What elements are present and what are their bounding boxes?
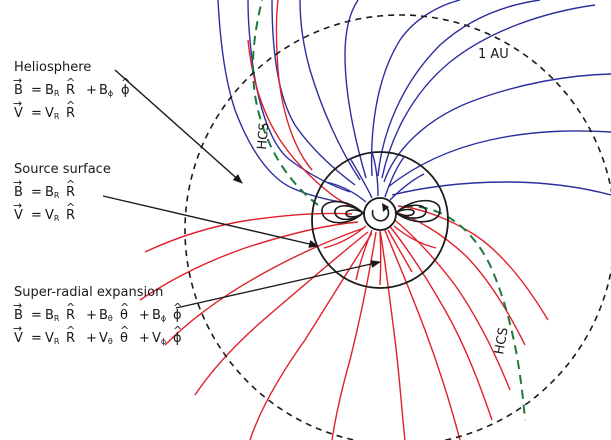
closed-loop bbox=[395, 204, 427, 219]
field-line bbox=[275, 0, 313, 171]
field-line bbox=[323, 225, 367, 249]
unit-hat: ^ bbox=[66, 99, 75, 112]
unit-hat: ^ bbox=[66, 324, 75, 337]
field-line bbox=[344, 0, 367, 179]
pointer-arrows bbox=[102, 69, 381, 309]
vector-arrow: → bbox=[13, 74, 22, 87]
field-line bbox=[387, 223, 493, 421]
closed-loop bbox=[395, 208, 415, 217]
hcs-lower-branch bbox=[403, 204, 526, 421]
field-line bbox=[394, 211, 526, 346]
one-au-label: 1 AU bbox=[478, 47, 509, 62]
field-line bbox=[377, 0, 541, 177]
hcs-upper-label: HCS bbox=[255, 122, 272, 150]
sun-disk bbox=[363, 197, 397, 231]
field-line bbox=[247, 0, 351, 193]
heliosphere-pointer-arrow bbox=[114, 69, 243, 184]
vector-accents: → → → → → → ^ ^ ^ ^ ^ ^ ^ ^ ^ ^ ^ bbox=[13, 74, 182, 337]
field-line bbox=[271, 0, 356, 186]
field-line bbox=[331, 231, 377, 440]
field-line bbox=[379, 231, 382, 286]
vector-arrow: → bbox=[13, 199, 22, 212]
vector-arrow: → bbox=[13, 322, 22, 335]
field-line bbox=[383, 73, 611, 183]
unit-hat: ^ bbox=[66, 301, 75, 314]
rotation-arrowhead-icon bbox=[382, 203, 389, 212]
unit-hat: ^ bbox=[173, 301, 182, 314]
hcs-lower-label: HCS bbox=[492, 326, 511, 355]
inner-open-field-lines bbox=[325, 151, 425, 203]
field-line bbox=[194, 231, 369, 396]
field-line bbox=[389, 173, 425, 201]
unit-hat: ^ bbox=[120, 324, 129, 337]
field-line bbox=[383, 227, 461, 440]
inward-field-lines bbox=[139, 0, 549, 440]
field-line bbox=[391, 217, 511, 391]
outward-field-lines bbox=[217, 0, 611, 204]
vector-arrow: → bbox=[13, 176, 22, 189]
field-line bbox=[299, 0, 361, 181]
field-line bbox=[349, 157, 373, 199]
source-surface-pointer-arrow bbox=[102, 195, 319, 248]
rotation-arrow-icon bbox=[371, 206, 390, 222]
field-equation: B = BR R bbox=[14, 185, 75, 202]
field-line bbox=[379, 229, 406, 440]
unit-hat: ^ bbox=[121, 76, 130, 89]
closed-loop bbox=[395, 199, 441, 223]
one-au-orbit bbox=[184, 14, 611, 440]
source-surface-annotation: Source surface B = BR R V = VR R bbox=[14, 162, 111, 225]
source-surface-circle bbox=[311, 151, 449, 289]
unit-hat: ^ bbox=[173, 324, 182, 337]
velocity-equation: V = VR R bbox=[14, 106, 75, 123]
region-title: Source surface bbox=[14, 162, 111, 177]
field-line bbox=[384, 156, 405, 198]
heliosphere-annotation: Heliosphere B = BR R + Bϕ ϕ V = VR R bbox=[14, 60, 130, 123]
field-line bbox=[397, 205, 549, 321]
unit-hat: ^ bbox=[66, 76, 75, 89]
field-line bbox=[249, 232, 373, 440]
heliospheric-current-sheet bbox=[251, 0, 526, 421]
vector-arrow: → bbox=[13, 97, 22, 110]
field-line bbox=[355, 229, 373, 281]
field-line bbox=[393, 225, 437, 249]
field-equation: B = BR R + Bϕ ϕ bbox=[14, 83, 130, 100]
closed-field-loops bbox=[321, 199, 441, 224]
inner-inward-field-lines bbox=[323, 225, 437, 286]
field-line bbox=[381, 4, 596, 179]
region-title: Heliosphere bbox=[14, 60, 91, 75]
unit-hat: ^ bbox=[66, 178, 75, 191]
unit-hat: ^ bbox=[66, 201, 75, 214]
field-line bbox=[387, 229, 413, 273]
field-line bbox=[217, 0, 347, 204]
velocity-equation: V = VR R bbox=[14, 208, 75, 225]
closed-loop bbox=[321, 200, 364, 224]
super-radial-pointer-arrow bbox=[175, 260, 381, 309]
closed-loop bbox=[345, 209, 364, 218]
field-line bbox=[391, 181, 611, 196]
hcs-upper-branch bbox=[251, 0, 319, 206]
field-line bbox=[325, 181, 367, 203]
field-line bbox=[370, 0, 461, 177]
field-line bbox=[371, 151, 379, 197]
field-line bbox=[387, 130, 611, 188]
super-radial-annotation: Super-radial expansion B = BR R + Bθ θ +… bbox=[14, 285, 182, 348]
field-line bbox=[139, 221, 359, 301]
velocity-equation: V = VR R + Vθ θ + Vϕ ϕ bbox=[14, 331, 182, 348]
vector-arrow: → bbox=[13, 299, 22, 312]
field-equation: B = BR R + Bθ θ + Bϕ ϕ bbox=[14, 308, 182, 325]
field-line bbox=[164, 227, 365, 346]
unit-hat: ^ bbox=[120, 301, 129, 314]
region-title: Super-radial expansion bbox=[14, 285, 163, 300]
closed-loop bbox=[334, 205, 364, 221]
